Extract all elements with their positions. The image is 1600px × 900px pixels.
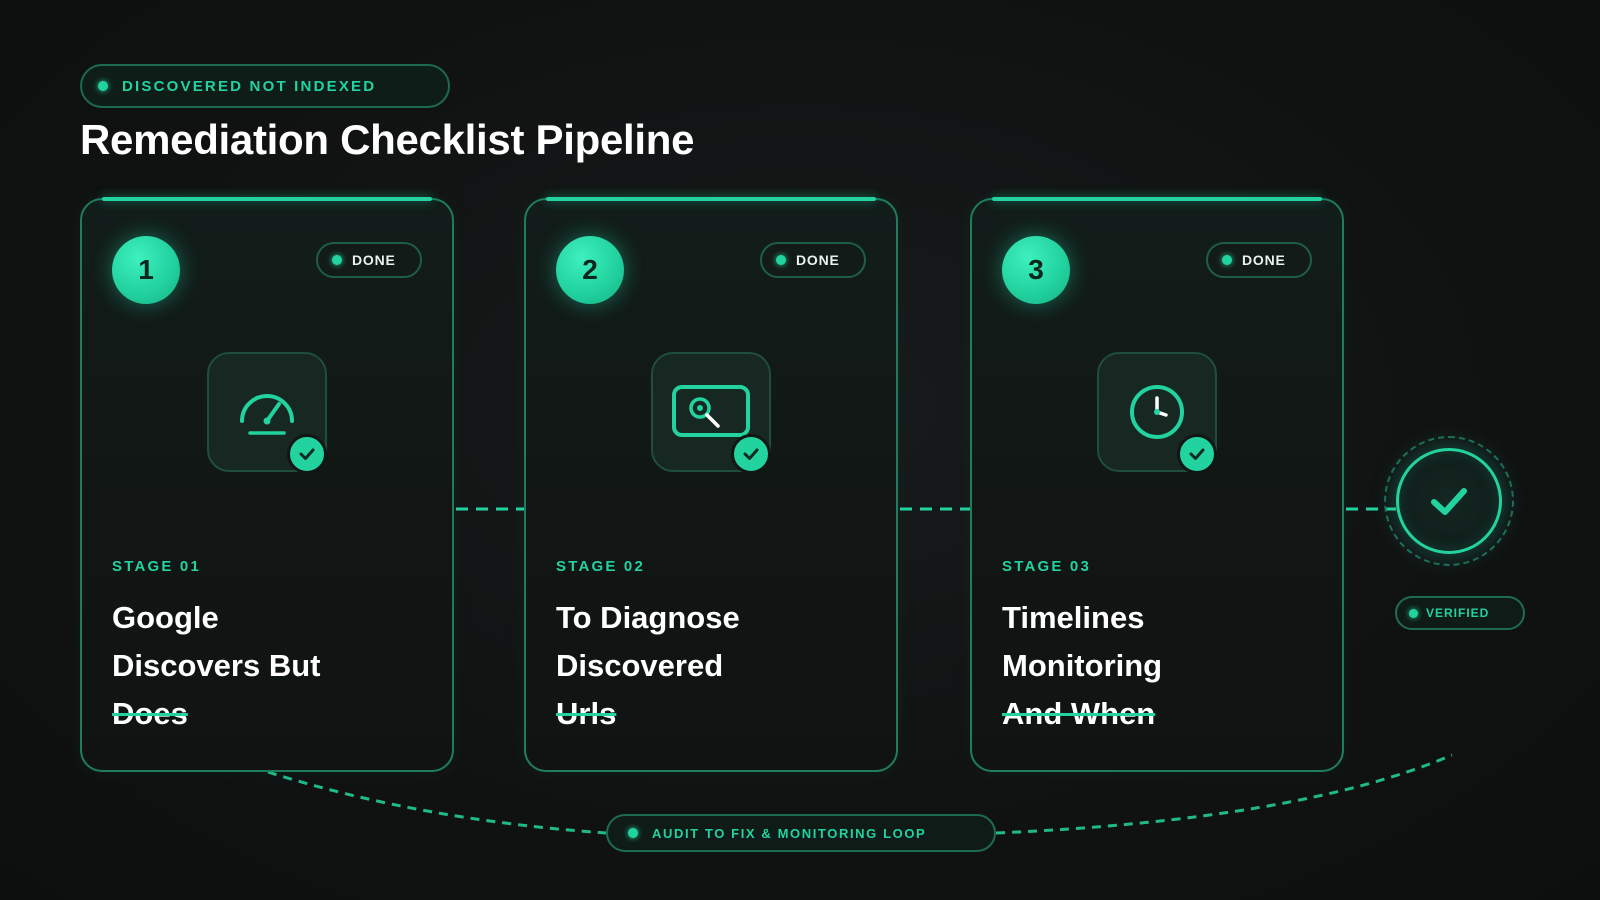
status-label: DONE [796,252,840,268]
gauge-icon [240,394,294,435]
stage-title-line: Discovers But [112,648,321,683]
status-badge: DONE [760,242,866,278]
stage-title-line: Does [112,696,188,731]
status-label: DONE [1242,252,1286,268]
check-icon [287,434,327,474]
verified-node [1384,436,1514,566]
stage-number-badge: 2 [556,236,624,304]
verified-outer-ring [1384,436,1514,566]
stage-card-3: 3 DONE STAGE 03 Timelines Monitoring And… [970,197,1344,772]
check-icon [731,434,771,474]
stage-card-1: 1 DONE STAGE 01 Google Discovers But Doe… [80,197,454,772]
stage-title-line: To Diagnose [556,600,740,635]
stage-number-badge: 3 [1002,236,1070,304]
tag-dot [98,81,108,91]
stage-title-line: And When [1002,696,1156,731]
status-label: DONE [352,252,396,268]
verified-badge: VERIFIED [1395,596,1525,630]
category-tag: DISCOVERED NOT INDEXED [80,64,450,108]
stage-label: STAGE 02 [556,558,646,575]
status-badge: DONE [316,242,422,278]
loop-dot [628,828,638,838]
search-screen-icon [672,385,750,437]
stage-label: STAGE 01 [112,558,202,575]
status-dot [776,255,786,265]
stage-title-line: Monitoring [1002,648,1163,683]
category-tag-label: DISCOVERED NOT INDEXED [122,77,377,95]
status-dot [1222,255,1232,265]
clock-icon [1130,385,1184,439]
stage-label: STAGE 03 [1002,558,1092,575]
status-dot [332,255,342,265]
status-badge: DONE [1206,242,1312,278]
stage-title-line: Google [112,600,219,635]
stage-title-line: Timelines [1002,600,1145,635]
stage-icon-tile [651,352,771,474]
page-title: Remediation Checklist Pipeline [80,116,695,163]
stage-title: To Diagnose Discovered Urls [556,594,856,738]
check-icon [1177,434,1217,474]
stage-title-line: Urls [556,696,617,731]
verified-circle [1396,448,1502,554]
stage-icon-tile [207,352,327,474]
verified-label: VERIFIED [1426,606,1490,620]
stage-card-2: 2 DONE STAGE 02 To Diagnose Discovered U… [524,197,898,772]
stage-title: Timelines Monitoring And When [1002,594,1302,738]
checkmark-icon [1431,488,1467,515]
stage-title: Google Discovers But Does [112,594,412,738]
loop-label: AUDIT TO FIX & MONITORING LOOP [652,825,927,841]
stage-number-badge: 1 [112,236,180,304]
loop-badge: AUDIT TO FIX & MONITORING LOOP [606,814,996,852]
stage-icon-tile [1097,352,1217,474]
stage-title-line: Discovered [556,648,724,683]
verified-dot [1409,608,1418,618]
